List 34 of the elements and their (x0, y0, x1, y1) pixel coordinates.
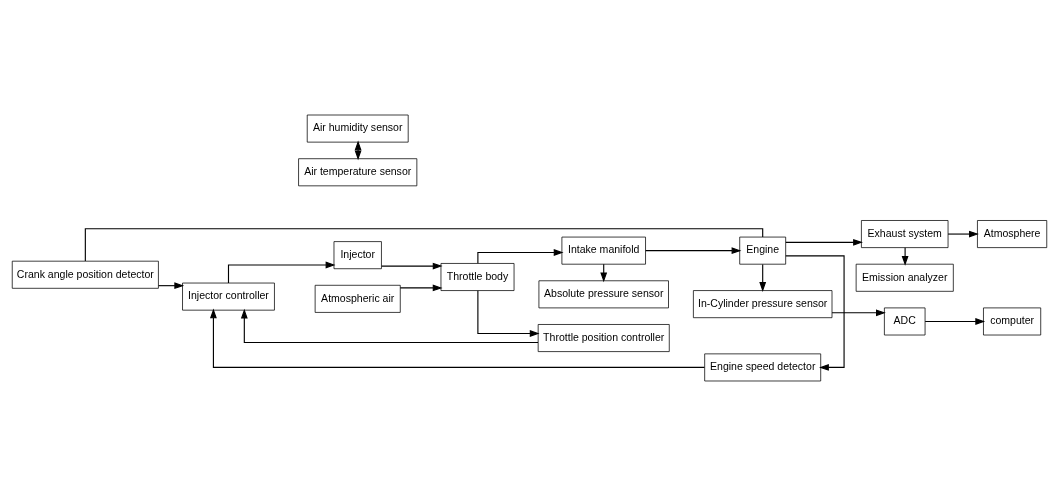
arrow (240, 308, 539, 344)
arrow (227, 261, 336, 284)
arrow (381, 262, 443, 270)
node-box: Throttle body (440, 263, 515, 291)
arrow (477, 249, 564, 264)
node-box: Throttle position controller (537, 324, 670, 352)
connector (84, 228, 764, 262)
node-box: Injector controller (182, 282, 275, 311)
arrow (477, 290, 540, 337)
node-box: In-Cylinder pressure sensor (693, 290, 833, 319)
arrow (924, 318, 986, 325)
arrow (645, 247, 742, 255)
node-box: Engine (739, 236, 787, 265)
arrow (785, 238, 863, 246)
arrow (901, 247, 909, 266)
arrow (759, 263, 767, 292)
node-box: Air temperature sensor (298, 158, 418, 187)
node-box: Exhaust system (861, 220, 949, 248)
node-box: Air humidity sensor (306, 114, 409, 143)
node-box: Atmospheric air (314, 284, 401, 313)
node-box: ADC (884, 307, 926, 336)
node-box: Absolute pressure sensor (538, 280, 669, 309)
arrow (399, 284, 443, 292)
arrow (210, 308, 705, 368)
arrow (947, 230, 979, 238)
node-box: Crank angle position detector (11, 260, 159, 289)
node-box: Emission analyzer (855, 263, 954, 292)
node-box: Injector (333, 241, 382, 270)
node-box: Intake manifold (561, 236, 646, 265)
node-box: Engine speed detector (704, 353, 822, 382)
arrow (785, 255, 845, 371)
arrow (831, 309, 886, 317)
node-box: computer (983, 307, 1042, 336)
node-box: Atmosphere (977, 220, 1048, 248)
